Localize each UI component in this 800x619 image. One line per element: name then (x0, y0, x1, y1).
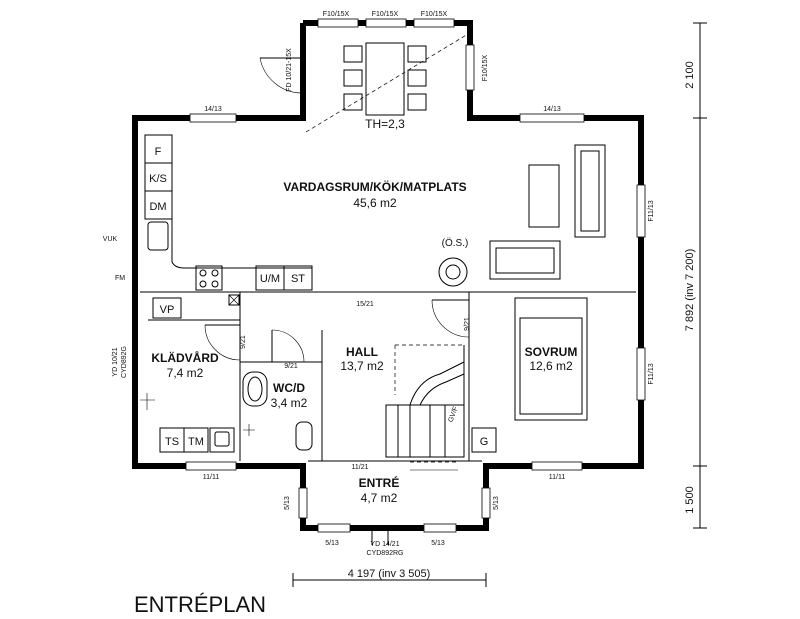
window-entry-left (298, 487, 308, 519)
label-door-living-hall: 15/21 (356, 301, 374, 308)
label-stair: GV/F (448, 406, 460, 424)
room-area-hall: 13,7 m2 (340, 359, 384, 373)
window-top-3 (413, 18, 455, 28)
window-upper-right (519, 113, 585, 123)
window-bottom-right (531, 461, 583, 471)
dimension-depth: 7 892 (inv 7 200) (684, 249, 696, 332)
label-window-entry-right: 5/13 (493, 496, 500, 510)
fixture-vp: VP (160, 304, 175, 316)
windows (185, 18, 646, 533)
label-front-door-2: CYD892RG (367, 550, 404, 557)
room-area-living: 45,6 m2 (353, 196, 397, 210)
bedroom-furniture (431, 297, 588, 453)
window-bottom-left (185, 461, 237, 471)
label-window-upper-left: 14/13 (204, 106, 222, 113)
label-window-right-1: F11/13 (648, 200, 655, 221)
label-window-right-2: F11/13 (648, 363, 655, 384)
label-window-bottom-left: 11/11 (203, 474, 220, 481)
fixture-fireplace: (Ö.S.) (442, 237, 469, 249)
room-name-entry: ENTRÉ (359, 475, 400, 490)
window-right-2 (636, 347, 646, 401)
fixture-f: F (155, 146, 162, 158)
label-front-door-1: YD 14/21 (370, 541, 399, 548)
closet-fixtures (140, 294, 240, 453)
exterior-walls (132, 20, 644, 531)
room-area-closet: 7,4 m2 (167, 366, 204, 380)
closet-hall-door (204, 324, 241, 361)
label-bay-door: FD 10/21-15X (286, 48, 293, 92)
dimension-lines (292, 22, 707, 587)
room-name-hall: HALL (346, 345, 378, 359)
dimension-bottom: 1 500 (684, 486, 696, 514)
label-door-hall-bedroom: 9/21 (464, 317, 471, 331)
fixture-tm: TM (188, 436, 204, 448)
window-entry-right (481, 487, 491, 519)
room-name-wc: WC/D (273, 381, 305, 395)
dimension-top: 2 100 (684, 61, 696, 89)
fixture-dm: DM (149, 201, 166, 213)
entry-details (371, 461, 458, 545)
label-window-bottom-right: 11/11 (549, 474, 566, 481)
label-closet-door-1: YD 10/21 (112, 347, 119, 376)
window-entry-bottom-right (423, 523, 457, 533)
label-closet-door-2: CYD892G (121, 346, 128, 378)
label-window-entry-left: 5/13 (284, 496, 291, 510)
window-bay-right (465, 44, 475, 91)
fixture-fm: FM (115, 275, 125, 282)
wc-fixtures (242, 329, 313, 451)
label-window-top-1: F10/15X (323, 11, 350, 18)
label-door-hall-closet: 9/21 (240, 335, 247, 349)
room-name-living: VARDAGSRUM/KÖK/MATPLATS (283, 179, 466, 194)
room-name-bedroom: SOVRUM (525, 345, 578, 359)
window-entry-bottom-left (317, 523, 351, 533)
dimension-width: 4 197 (inv 3 505) (348, 568, 431, 580)
label-door-hall-wc: 9/21 (284, 363, 298, 370)
fixture-um: U/M (260, 273, 280, 285)
label-door-hall-entry: 11/21 (352, 464, 369, 471)
kitchen (144, 134, 313, 291)
living-furniture (438, 144, 606, 287)
staircase (385, 344, 465, 458)
plan-title: ENTRÉPLAN (134, 592, 266, 617)
fixture-st: ST (291, 273, 305, 285)
dining-table (305, 33, 469, 133)
room-area-wc: 3,4 m2 (271, 396, 308, 410)
label-window-top-3: F10/15X (421, 11, 448, 18)
fixture-ts: TS (165, 436, 179, 448)
label-window-bay-right: F10/15X (482, 54, 489, 81)
ceiling-height: TH=2,3 (365, 117, 405, 131)
bay-door (259, 57, 304, 94)
label-window-entry-bottom-left: 5/13 (325, 540, 339, 547)
label-window-top-2: F10/15X (372, 11, 399, 18)
fixture-ks: K/S (149, 173, 167, 185)
interior-walls (140, 291, 636, 462)
fixture-vuk: VUK (103, 236, 118, 243)
room-area-bedroom: 12,6 m2 (529, 359, 573, 373)
label-window-upper-right: 14/13 (543, 106, 561, 113)
label-window-entry-bottom-right: 5/13 (431, 540, 445, 547)
fixture-g: G (480, 436, 489, 448)
window-upper-left (189, 113, 237, 123)
window-top-2 (365, 18, 407, 28)
window-right-1 (636, 184, 646, 238)
room-name-closet: KLÄDVÅRD (151, 350, 219, 365)
window-top-1 (317, 18, 359, 28)
room-area-entry: 4,7 m2 (361, 491, 398, 505)
